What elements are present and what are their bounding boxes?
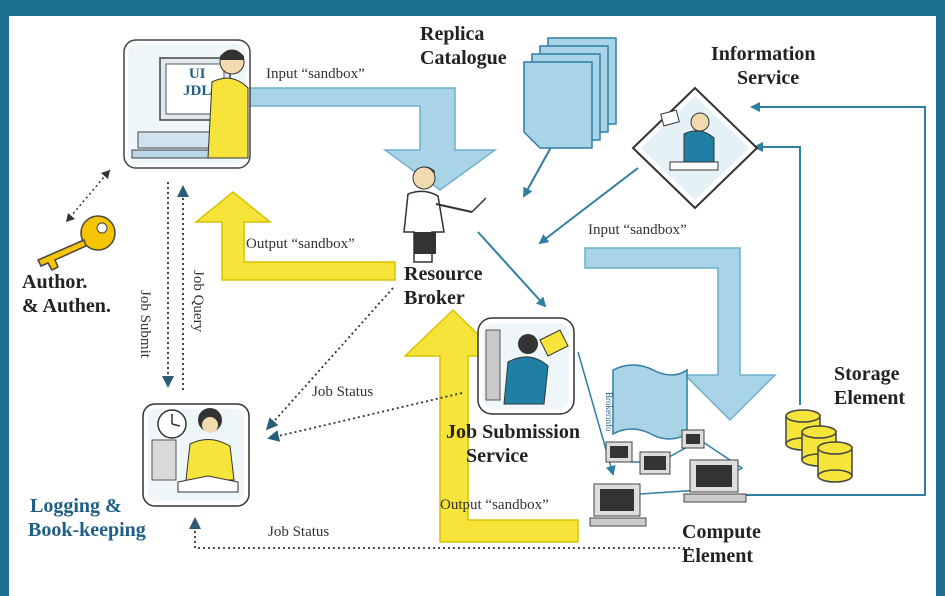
output-sandbox-label-left: Output “sandbox” <box>246 236 355 252</box>
resource-broker-label: Resource Broker <box>404 262 483 310</box>
storage-element-line1: Storage <box>834 363 900 385</box>
information-service-illustration <box>631 86 759 210</box>
brokerinfo-document-icon <box>612 364 688 440</box>
compute-element-illustration <box>589 429 747 527</box>
ui-label: UI <box>188 66 206 82</box>
input-sandbox-label-top: Input “sandbox” <box>266 66 365 82</box>
broker-to-jss-arrow <box>477 231 547 308</box>
catalogue-to-broker-arrow <box>523 139 556 198</box>
auth-label: Author. & Authen. <box>22 270 111 318</box>
job-submit-label: Job Submit <box>137 290 153 358</box>
logging-bookkeeping-label: Logging & Book-keeping <box>28 494 146 542</box>
job-status-label-mid: Job Status <box>312 384 374 400</box>
auth-line1: Author. <box>22 271 88 293</box>
infoservice-to-broker-arrow <box>538 167 639 245</box>
job-submission-line1: Job Submission <box>446 421 580 443</box>
resource-broker-illustration <box>403 166 487 263</box>
broker-to-logging-status-arrow <box>266 287 394 431</box>
input-sandbox-arrow-right <box>584 247 777 422</box>
logging-line2: Book-keeping <box>28 519 146 541</box>
storage-element-line2: Element <box>834 387 906 409</box>
left-frame-bar <box>0 0 9 596</box>
output-sandbox-arrow-bottom <box>403 308 579 543</box>
auth-line2: & Authen. <box>22 295 111 317</box>
input-sandbox-arrow-top <box>239 87 498 191</box>
compute-element-line2: Element <box>682 545 754 567</box>
right-frame-bar <box>936 0 945 596</box>
key-icon <box>36 215 116 271</box>
information-service-line2: Service <box>737 67 800 89</box>
replica-catalogue-label: Replica Catalogue <box>420 22 507 70</box>
replica-catalogue-line1: Replica <box>420 23 485 45</box>
jdl-label: JDL <box>183 83 212 99</box>
information-service-line1: Information <box>711 43 816 65</box>
replica-catalogue-stack-icon <box>523 37 617 149</box>
logging-bookkeeping-illustration <box>142 403 250 507</box>
brokerinfo-label: Brokerinfo <box>604 392 614 432</box>
output-sandbox-arrow-left <box>193 191 396 281</box>
job-submission-service-label: Job Submission Service <box>446 420 580 468</box>
storage-element-label: Storage Element <box>834 362 905 410</box>
resource-broker-line2: Broker <box>404 287 465 309</box>
storage-to-infoservice-arrow <box>753 142 801 405</box>
job-submission-illustration <box>477 317 575 415</box>
storage-element-cylinders-icon <box>785 409 853 483</box>
information-service-label: Information Service <box>711 42 815 90</box>
auth-ui-dotted-link <box>65 169 111 223</box>
ui-workstation-illustration <box>123 39 251 169</box>
compute-to-logging-status-arrow <box>189 517 690 549</box>
logging-line1: Logging & <box>30 495 122 517</box>
top-frame-bar <box>0 0 945 16</box>
resource-broker-line1: Resource <box>404 263 483 285</box>
input-sandbox-label-right: Input “sandbox” <box>588 222 687 238</box>
job-submission-line2: Service <box>466 445 529 467</box>
job-query-label: Job Query <box>190 270 206 333</box>
ui-jdl-label: UI JDL <box>183 66 211 100</box>
replica-catalogue-line2: Catalogue <box>420 47 507 69</box>
job-status-label-bottom: Job Status <box>268 524 330 540</box>
compute-element-label: Compute Element <box>682 520 761 568</box>
output-sandbox-label-bottom: Output “sandbox” <box>440 497 549 513</box>
compute-to-infoservice-arrow <box>745 102 926 496</box>
compute-element-line1: Compute <box>682 521 761 543</box>
